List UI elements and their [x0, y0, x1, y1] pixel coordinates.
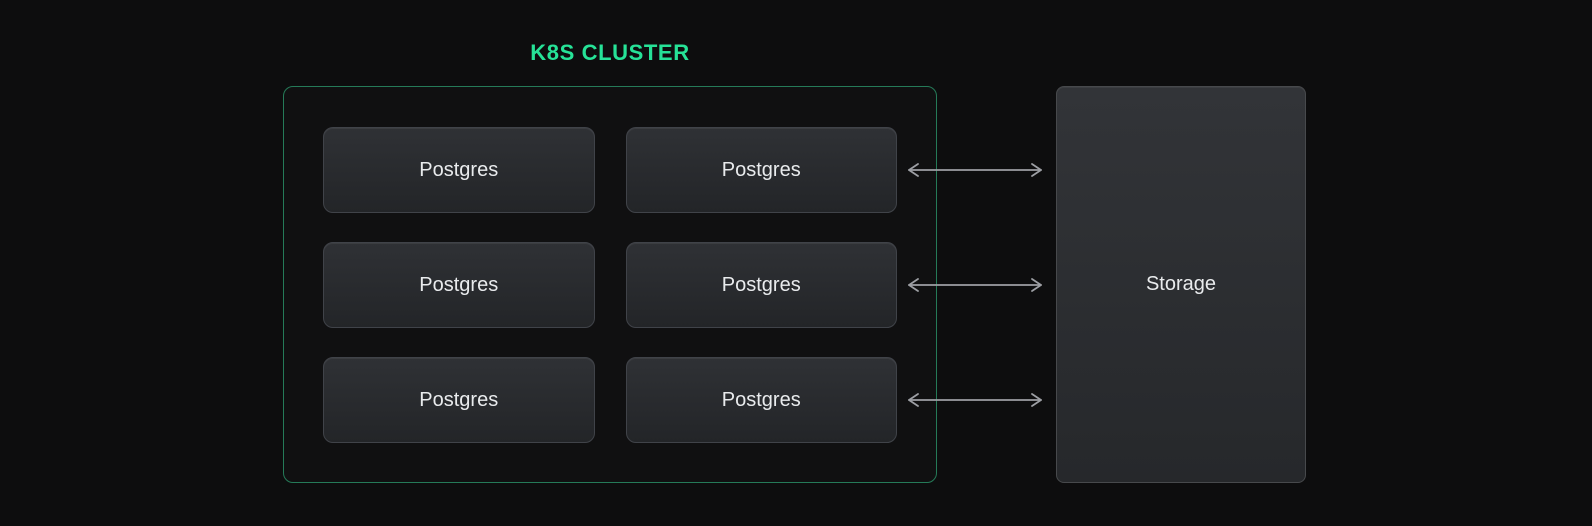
postgres-node-1: Postgres — [323, 127, 595, 213]
postgres-node-5: Postgres — [323, 357, 595, 443]
bidirectional-arrow-icon — [908, 278, 1042, 292]
postgres-node-label: Postgres — [721, 388, 801, 411]
postgres-node-4: Postgres — [625, 242, 897, 328]
bidirectional-arrow-icon — [908, 163, 1042, 177]
k8s-cluster-box: Postgres Postgres Postgres Postgres Post… — [283, 86, 937, 483]
postgres-node-2: Postgres — [625, 127, 897, 213]
postgres-node-label: Postgres — [419, 158, 499, 181]
bidirectional-arrow-icon — [908, 393, 1042, 407]
storage-box: Storage — [1056, 86, 1306, 483]
postgres-node-label: Postgres — [721, 273, 801, 296]
storage-label: Storage — [1145, 273, 1217, 295]
cluster-title: K8S CLUSTER — [530, 40, 690, 65]
postgres-node-6: Postgres — [625, 357, 897, 443]
postgres-node-3: Postgres — [323, 242, 595, 328]
postgres-node-label: Postgres — [419, 388, 499, 411]
postgres-node-label: Postgres — [419, 273, 499, 296]
postgres-node-label: Postgres — [721, 158, 801, 181]
